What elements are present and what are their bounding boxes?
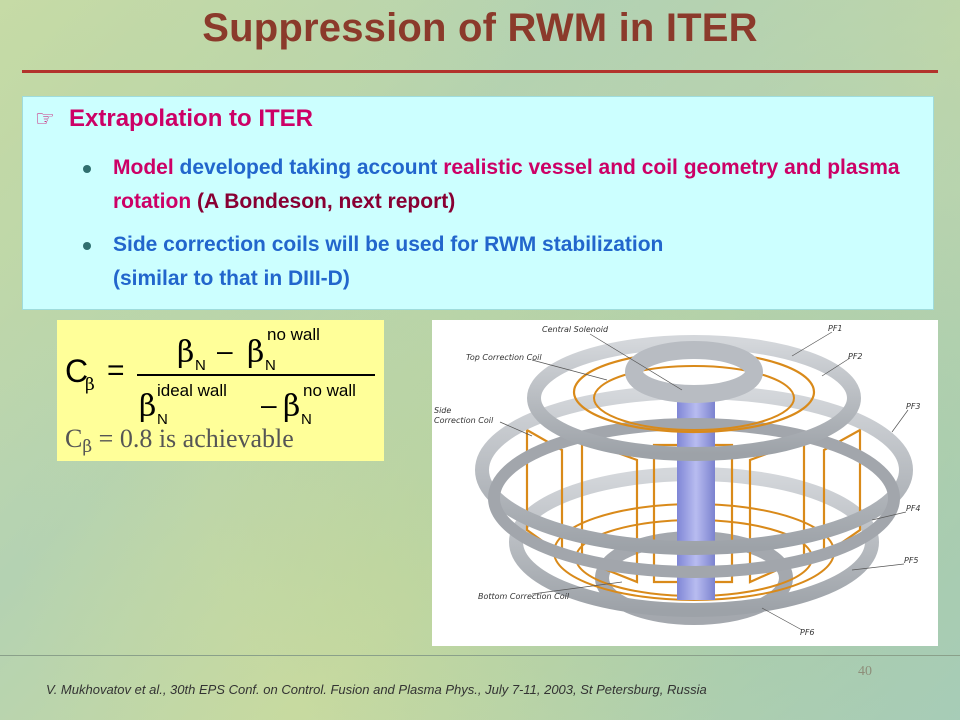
label-pf2: PF2 [848,352,863,361]
item1-part3: realistic vessel and coil geometry and p… [113,156,900,213]
bullet-item-model: Model developed taking account realistic… [83,151,923,219]
achievable-beta: β [82,437,93,457]
num-beta-1: β [177,335,194,370]
den-n-2: N [301,411,312,428]
title-divider [22,70,938,73]
bullet-heading-text: Extrapolation to ITER [69,105,314,132]
num-n-1: N [195,357,206,374]
label-pf5: PF5 [904,556,919,565]
num-n-2: N [265,357,276,374]
num-minus: – [217,335,233,366]
page-number: 40 [858,664,872,679]
item1-part4: (A Bondeson, next report) [197,190,456,213]
item2-part1: Side correction coils will be used for R… [113,233,664,256]
den-minus: – [261,389,277,420]
citation: V. Mukhovatov et al., 30th EPS Conf. on … [46,682,707,697]
den-ideal-wall: ideal wall [157,381,227,400]
bullet-dot-icon [83,165,91,173]
bullet-dot-icon [83,242,91,250]
bullet-box: ☞ Extrapolation to ITER Model developed … [22,96,934,310]
label-top-correction-coil: Top Correction Coil [466,353,542,362]
label-side-correction-coil-2: Correction Coil [434,416,494,425]
c-beta-formula: C β = β N – β N no wall β N ideal wall –… [65,325,375,428]
item1-part1: Model [113,156,174,179]
achievable-c: C [65,424,83,453]
label-pf4: PF4 [906,504,921,513]
formula-equals: = [107,354,125,387]
item2-part2: (similar to that in DIII-D) [113,267,350,290]
formula-lhs-beta: β [85,375,95,395]
bullet-item-side-coils: Side correction coils will be used for R… [83,228,923,296]
achievable-text: = 0.8 is achievable [92,424,294,453]
num-no-wall: no wall [267,325,320,344]
den-beta-2: β [283,389,300,424]
label-pf1: PF1 [828,324,843,333]
pf4-ring [488,418,900,578]
den-beta-1: β [139,389,156,424]
bullet-heading: ☞ Extrapolation to ITER [35,105,313,133]
hand-pointing-icon: ☞ [35,106,55,132]
label-central-solenoid: Central Solenoid [542,325,609,334]
item1-part2: developed taking account [173,156,444,179]
den-no-wall: no wall [303,381,356,400]
achievable-note: Cβ = 0.8 is achievable [65,424,294,457]
label-side-correction-coil-1: Side [434,406,452,415]
label-pf6: PF6 [800,628,815,637]
coil-illustration [475,331,913,631]
footer-divider [0,655,960,656]
den-n-1: N [157,411,168,428]
slide-title: Suppression of RWM in ITER [202,6,758,50]
formula-lhs-c: C [65,353,88,389]
formula-box: C β = β N – β N no wall β N ideal wall –… [57,320,384,461]
pf1-ring [625,341,763,403]
fraction-bar [137,374,375,376]
iter-coil-diagram: Central Solenoid Top Correction Coil Sid… [432,320,938,646]
label-pf3: PF3 [906,402,921,411]
label-bottom-correction-coil: Bottom Correction Coil [478,592,570,601]
num-beta-2: β [247,335,264,370]
